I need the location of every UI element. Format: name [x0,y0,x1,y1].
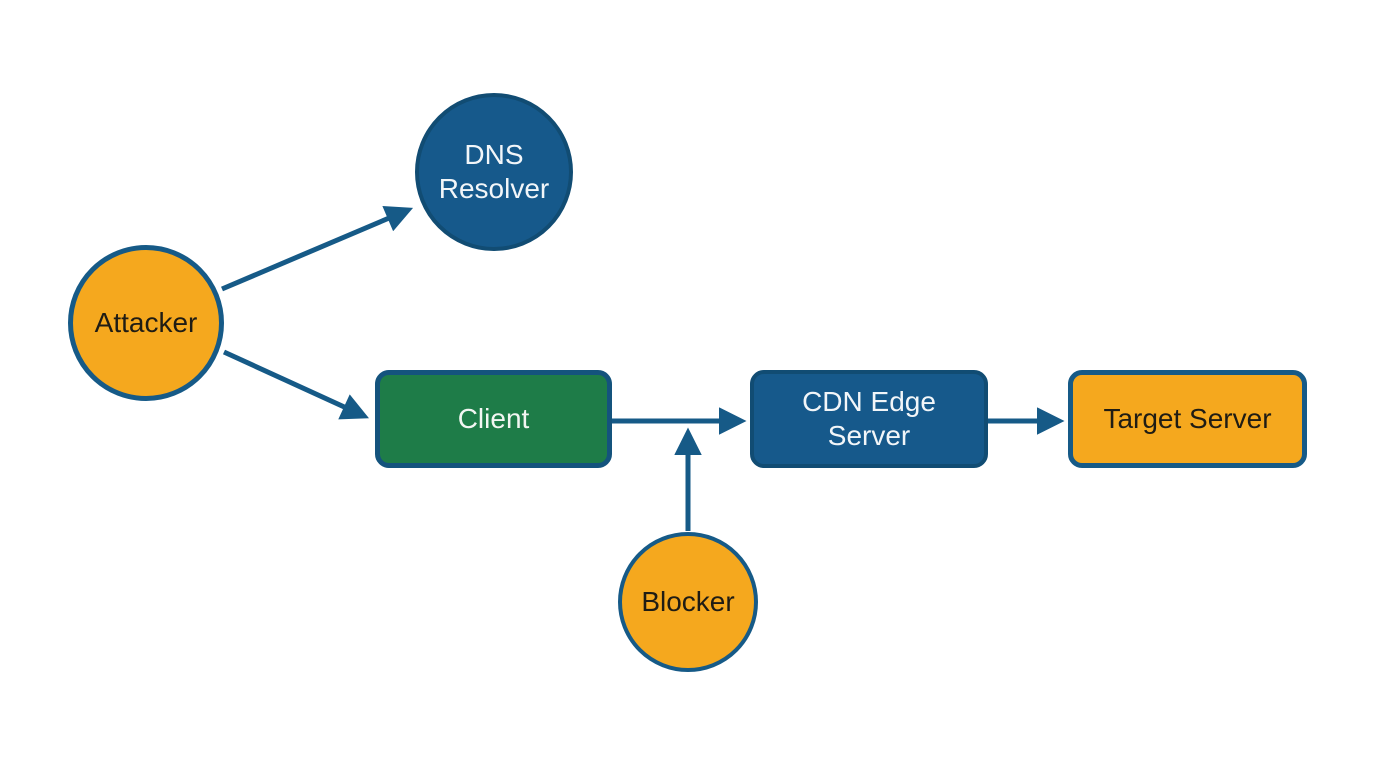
node-blocker: Blocker [618,532,758,672]
node-cdn-edge-server: CDN Edge Server [750,370,988,468]
node-dns-resolver-label: DNS Resolver [438,138,550,204]
edge-attacker-to-dns-resolver [221,205,414,292]
node-attacker-label: Attacker [94,306,198,338]
node-attacker: Attacker [68,245,224,401]
node-target-server-label: Target Server [1103,402,1272,434]
node-cdn-edge-server-label: CDN Edge Server [802,385,936,451]
edge-attacker-to-client [222,349,370,420]
node-client: Client [375,370,612,468]
node-target-server: Target Server [1068,370,1307,468]
node-client-label: Client [457,402,530,434]
node-dns-resolver: DNS Resolver [415,93,573,251]
node-blocker-label: Blocker [641,585,735,617]
